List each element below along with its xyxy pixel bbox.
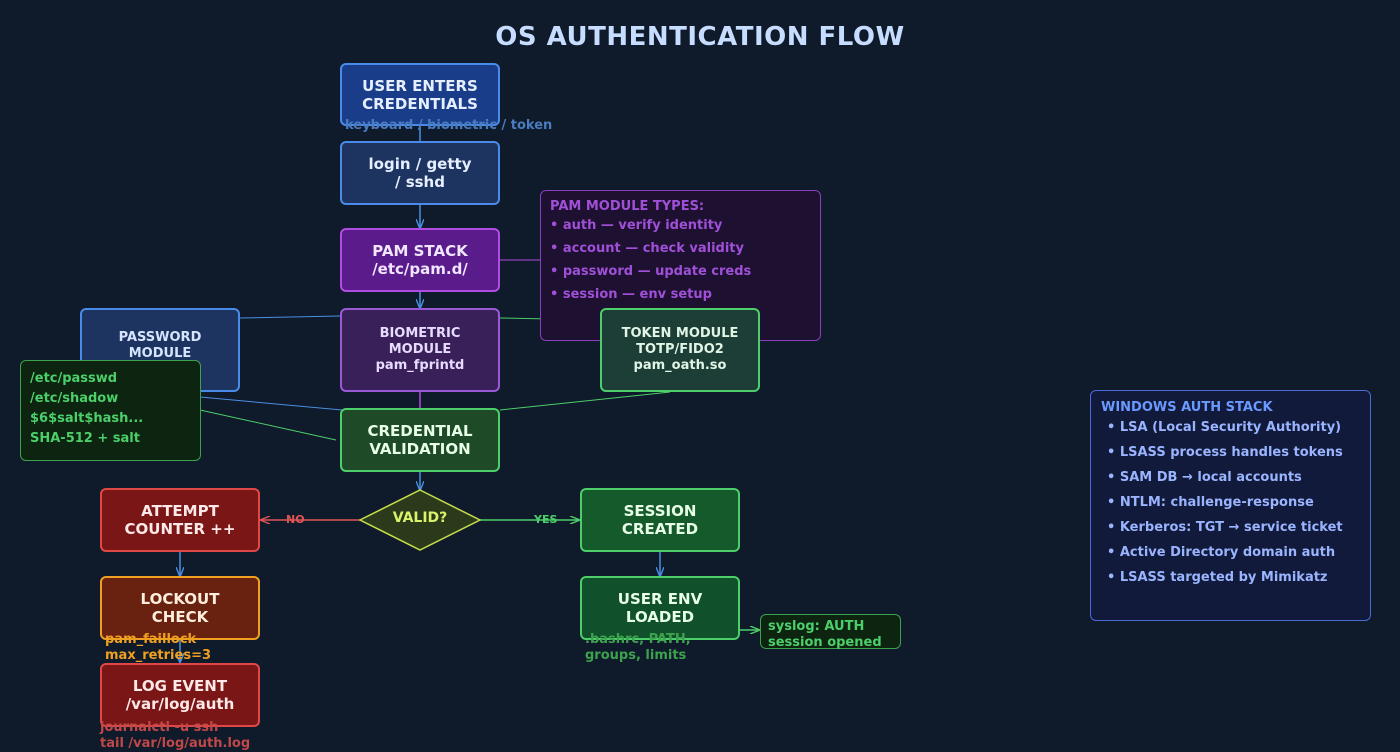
line-files-to-validation <box>199 409 337 441</box>
line-pam-to-password <box>239 315 341 319</box>
env-note-groups: groups, limits <box>585 648 687 663</box>
yes-branch-label: YES <box>534 513 558 526</box>
pam-type-item: • password — update creds <box>550 264 752 279</box>
credential-validation-node: CREDENTIAL VALIDATION <box>340 408 500 472</box>
pam-stack-node: PAM STACK /etc/pam.d/ <box>340 228 500 292</box>
attempt-counter-node: ATTEMPT COUNTER ++ <box>100 488 260 552</box>
login-getty-sshd-node: login / getty / sshd <box>340 141 500 205</box>
lockout-note-retries: max_retries=3 <box>105 648 212 663</box>
pam-type-item: • session — env setup <box>550 287 712 302</box>
password-file-item: /etc/shadow <box>30 391 119 406</box>
env-note-bashrc: .bashrc, PATH, <box>585 632 691 647</box>
biometric-module-node: BIOMETRIC MODULE pam_fprintd <box>340 308 500 392</box>
pam-type-item: • auth — verify identity <box>550 218 723 233</box>
windows-auth-item: • NTLM: challenge-response <box>1107 495 1314 510</box>
lockout-check-node: LOCKOUT CHECK <box>100 576 260 640</box>
line-password-to-validation <box>199 396 343 411</box>
password-file-item: $6$salt$hash... <box>30 411 144 426</box>
session-created-node: SESSION CREATED <box>580 488 740 552</box>
user-env-loaded-node: USER ENV LOADED <box>580 576 740 640</box>
log-note-journalctl: journalctl -u ssh <box>100 720 219 735</box>
password-file-item: /etc/passwd <box>30 371 118 386</box>
windows-auth-item: • SAM DB → local accounts <box>1107 470 1302 485</box>
password-files-panel: /etc/passwd /etc/shadow $6$salt$hash... … <box>20 360 201 461</box>
diagram-title: OS AUTHENTICATION FLOW <box>495 22 905 52</box>
windows-auth-item: • Active Directory domain auth <box>1107 545 1336 560</box>
password-file-item: SHA-512 + salt <box>30 431 140 446</box>
pam-types-heading: PAM MODULE TYPES: <box>550 199 705 214</box>
input-methods-note: keyboard / biometric / token <box>345 118 553 133</box>
valid-decision-label: VALID? <box>392 510 448 526</box>
lockout-note-faillock: pam_faillock <box>105 632 197 647</box>
windows-auth-item: • Kerberos: TGT → service ticket <box>1107 520 1343 535</box>
valid-diamond <box>358 489 482 551</box>
windows-auth-heading: WINDOWS AUTH STACK <box>1101 400 1273 415</box>
log-note-tail: tail /var/log/auth.log <box>100 736 251 751</box>
user-enters-credentials-node: USER ENTERS CREDENTIALS <box>340 63 500 126</box>
line-token-to-validation <box>499 391 671 411</box>
windows-auth-item: • LSA (Local Security Authority) <box>1107 420 1342 435</box>
windows-auth-item: • LSASS process handles tokens <box>1107 445 1343 460</box>
log-event-node: LOG EVENT /var/log/auth <box>100 663 260 727</box>
token-module-node: TOKEN MODULE TOTP/FIDO2 pam_oath.so <box>600 308 760 392</box>
syslog-auth-node: syslog: AUTH session opened <box>760 614 901 650</box>
pam-type-item: • account — check validity <box>550 241 744 256</box>
windows-auth-stack-panel: WINDOWS AUTH STACK • LSA (Local Security… <box>1090 390 1371 621</box>
no-branch-label: NO <box>286 513 305 526</box>
windows-auth-item: • LSASS targeted by Mimikatz <box>1107 570 1328 585</box>
